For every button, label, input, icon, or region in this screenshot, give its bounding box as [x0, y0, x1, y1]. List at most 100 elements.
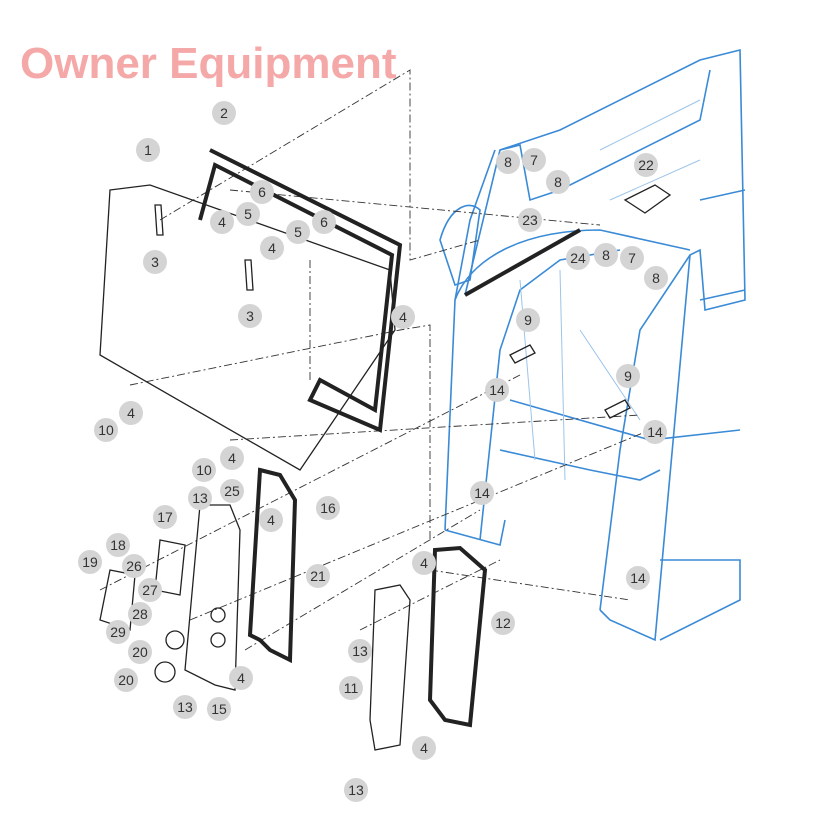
callout-bubble: [412, 551, 436, 575]
callout-bubble: [594, 243, 618, 267]
callout-label: 13: [177, 699, 193, 715]
callout-14: 14: [626, 566, 650, 590]
callout-label: 8: [602, 247, 610, 263]
callout-26: 26: [122, 554, 146, 578]
window-seal-frame: [198, 148, 403, 433]
callout-label: 4: [420, 555, 428, 571]
callout-label: 25: [224, 483, 240, 499]
callout-bubble: [516, 308, 540, 332]
side-panel: [99, 504, 241, 691]
callout-bubble: [106, 620, 130, 644]
callout-bubble: [391, 305, 415, 329]
callout-label: 14: [474, 485, 490, 501]
callout-bubble: [348, 639, 372, 663]
callout-label: 14: [647, 424, 663, 440]
callout-bubble: [634, 153, 658, 177]
callout-16: 16: [316, 496, 340, 520]
callout-4: 4: [119, 401, 143, 425]
callout-15: 15: [207, 697, 231, 721]
callout-bubble: [312, 210, 336, 234]
callout-9: 9: [516, 308, 540, 332]
callout-10: 10: [94, 418, 118, 442]
callout-3: 3: [238, 304, 262, 328]
small-window-seal-right: [369, 545, 488, 751]
callout-25: 25: [220, 479, 244, 503]
callout-label: 24: [570, 250, 586, 266]
callout-bubble: [188, 486, 212, 510]
callout-bubble: [128, 602, 152, 626]
callout-label: 4: [228, 450, 236, 466]
callout-label: 26: [126, 558, 142, 574]
callout-label: 23: [522, 212, 538, 228]
callout-21: 21: [306, 564, 330, 588]
callout-17: 17: [153, 505, 177, 529]
callout-7: 7: [522, 148, 546, 172]
callout-bubble: [316, 496, 340, 520]
callout-bubble: [143, 250, 167, 274]
callout-label: 14: [630, 570, 646, 586]
callout-label: 7: [628, 250, 636, 266]
callout-13: 13: [188, 486, 212, 510]
callout-11: 11: [339, 676, 363, 700]
callout-bubble: [491, 611, 515, 635]
callout-4: 4: [210, 210, 234, 234]
callout-6: 6: [312, 210, 336, 234]
callout-label: 6: [320, 214, 328, 230]
callout-bubble: [173, 695, 197, 719]
callout-label: 18: [110, 537, 126, 553]
callout-bubble: [566, 246, 590, 270]
callout-bubble: [78, 550, 102, 574]
watermark: Owner Equipment: [20, 39, 397, 88]
callout-4: 4: [259, 508, 283, 532]
callout-label: 8: [554, 174, 562, 190]
callout-bubble: [106, 533, 130, 557]
callout-label: 7: [530, 152, 538, 168]
callout-label: 21: [310, 568, 326, 584]
callout-12: 12: [491, 611, 515, 635]
callout-5: 5: [286, 220, 310, 244]
callout-bubble: [114, 668, 138, 692]
callout-bubble: [220, 446, 244, 470]
callout-label: 4: [218, 214, 226, 230]
callout-9: 9: [616, 364, 640, 388]
callout-bubble: [138, 578, 162, 602]
callout-label: 3: [151, 254, 159, 270]
callout-24: 24: [566, 246, 590, 270]
callout-bubble: [236, 202, 260, 226]
callout-14: 14: [470, 481, 494, 505]
callout-label: 12: [495, 615, 511, 631]
callout-bubble: [220, 479, 244, 503]
callout-19: 19: [78, 550, 102, 574]
callout-22: 22: [634, 153, 658, 177]
callout-label: 17: [157, 509, 173, 525]
callout-label: 4: [127, 405, 135, 421]
callout-label: 13: [348, 782, 364, 798]
callout-bubble: [229, 666, 253, 690]
callout-bubble: [192, 458, 216, 482]
callout-2: 2: [212, 101, 236, 125]
callout-3: 3: [143, 250, 167, 274]
callout-28: 28: [128, 602, 152, 626]
callout-4: 4: [391, 305, 415, 329]
callout-bubble: [518, 208, 542, 232]
callout-bubble: [207, 697, 231, 721]
callout-bubble: [212, 101, 236, 125]
callout-label: 4: [420, 740, 428, 756]
callout-bubble: [94, 418, 118, 442]
callout-5: 5: [236, 202, 260, 226]
callout-label: 10: [98, 422, 114, 438]
callout-label: 29: [110, 624, 126, 640]
callout-label: 6: [258, 184, 266, 200]
callout-label: 13: [192, 490, 208, 506]
callout-23: 23: [518, 208, 542, 232]
callout-14: 14: [643, 420, 667, 444]
callout-4: 4: [260, 236, 284, 260]
callout-bubble: [128, 640, 152, 664]
callout-18: 18: [106, 533, 130, 557]
callout-bubble: [153, 505, 177, 529]
callout-label: 15: [211, 701, 227, 717]
callout-13: 13: [344, 778, 368, 802]
callout-4: 4: [220, 446, 244, 470]
callout-label: 8: [504, 154, 512, 170]
